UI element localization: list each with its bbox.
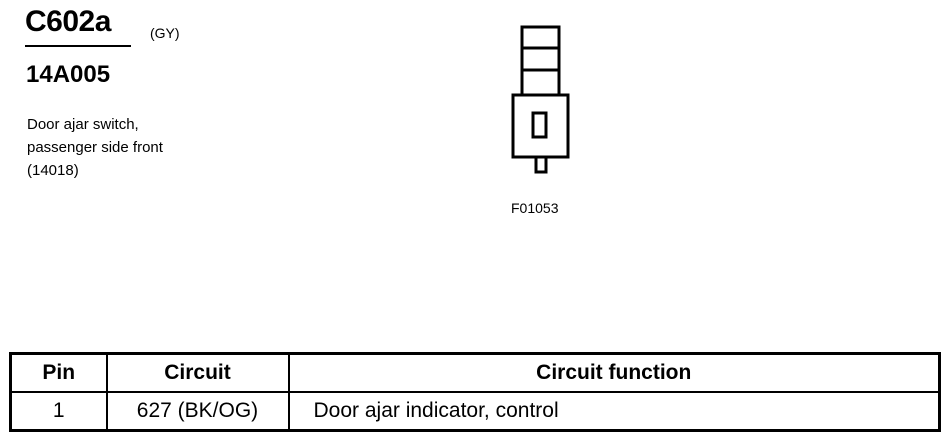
- description-line: (14018): [27, 162, 79, 179]
- column-header-function: Circuit function: [287, 352, 941, 393]
- column-header-circuit: Circuit: [105, 352, 290, 393]
- pin-cavity: [531, 111, 548, 139]
- connector-id: C602a: [25, 5, 111, 38]
- column-header-pin: Pin: [9, 352, 108, 393]
- table-header-row: Pin Circuit Circuit function: [9, 352, 941, 393]
- component-description: Door ajar switch, passenger side front (…: [27, 113, 163, 182]
- pinout-table: Pin Circuit Circuit function 1 627 (BK/O…: [9, 352, 941, 432]
- circuit-function-cell: Door ajar indicator, control: [287, 391, 941, 432]
- description-line: Door ajar switch,: [27, 116, 139, 133]
- part-number: 14A005: [26, 61, 111, 88]
- description-line: passenger side front: [27, 139, 163, 156]
- key-tab: [534, 155, 548, 174]
- title-underline: [25, 45, 131, 47]
- circuit-cell: 627 (BK/OG): [105, 391, 290, 432]
- table-row: 1 627 (BK/OG) Door ajar indicator, contr…: [9, 391, 941, 432]
- latch-housing: [520, 25, 561, 97]
- figure-id: F01053: [511, 200, 559, 216]
- connector-face-illustration: [511, 25, 570, 174]
- connector-color: (GY): [150, 25, 180, 41]
- pin-cell: 1: [9, 391, 108, 432]
